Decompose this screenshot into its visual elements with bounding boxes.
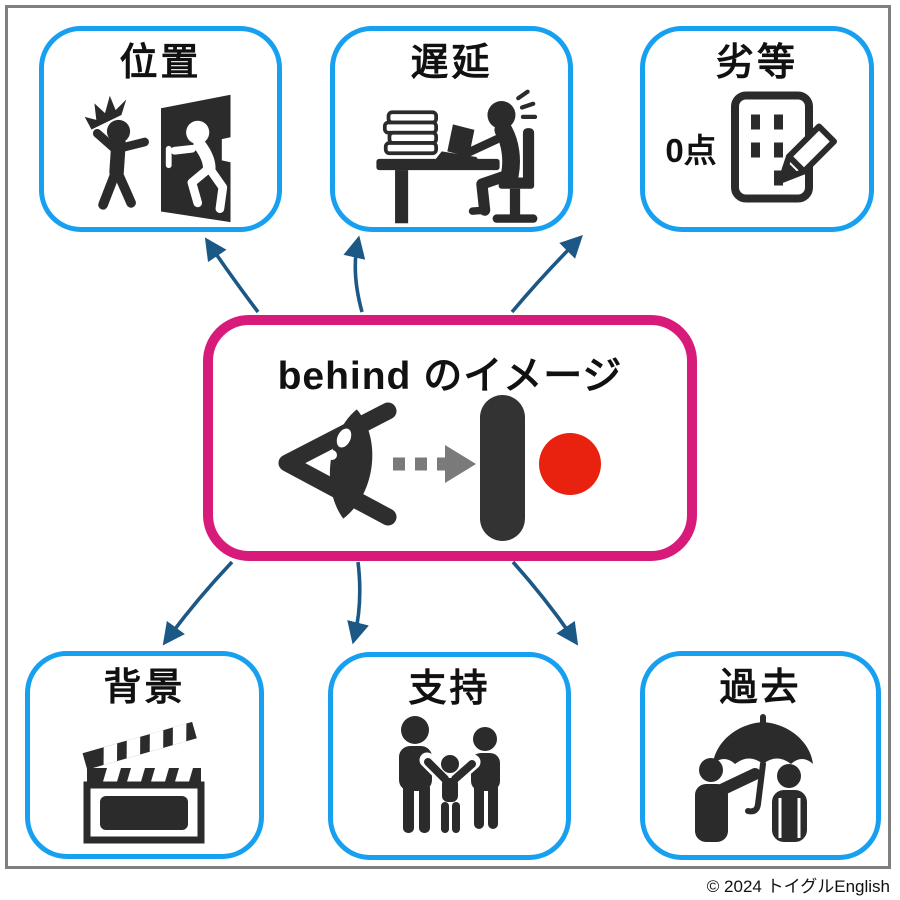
outer-frame (5, 5, 891, 869)
zero-score-text: 0点 (665, 131, 717, 169)
family-support-icon (398, 715, 500, 833)
eye-icon (278, 402, 397, 526)
behind-concept-icon (278, 395, 601, 541)
node-past-label: 過去 (719, 667, 802, 709)
node-background: 背景 (25, 651, 264, 859)
wall-bar-icon (480, 395, 525, 541)
startled-person-door-icon (84, 94, 231, 222)
overworked-at-desk-icon (375, 89, 537, 224)
node-position-label: 位置 (119, 42, 202, 84)
clapperboard-icon (82, 721, 204, 844)
marked-test-pencil-icon (730, 91, 837, 203)
node-delay-label: 遅延 (410, 42, 493, 84)
center-title: behind のイメージ (277, 355, 623, 398)
node-support: 支持 (328, 652, 571, 860)
node-delay: 遅延 (330, 26, 573, 232)
red-dot-icon (539, 433, 601, 495)
node-position: 位置 (39, 26, 282, 232)
center-concept-box: behind のイメージ (203, 315, 697, 561)
node-background-label: 背景 (103, 667, 186, 709)
copyright-text: © 2024 トイグルEnglish (706, 877, 890, 896)
node-inferiority: 劣等 0点 (640, 26, 874, 232)
node-inferiority-label: 劣等 (715, 42, 798, 84)
node-past: 過去 (640, 651, 881, 860)
umbrella-shelter-icon (694, 713, 813, 842)
dashed-arrow-icon (393, 445, 476, 483)
node-support-label: 支持 (408, 668, 491, 710)
